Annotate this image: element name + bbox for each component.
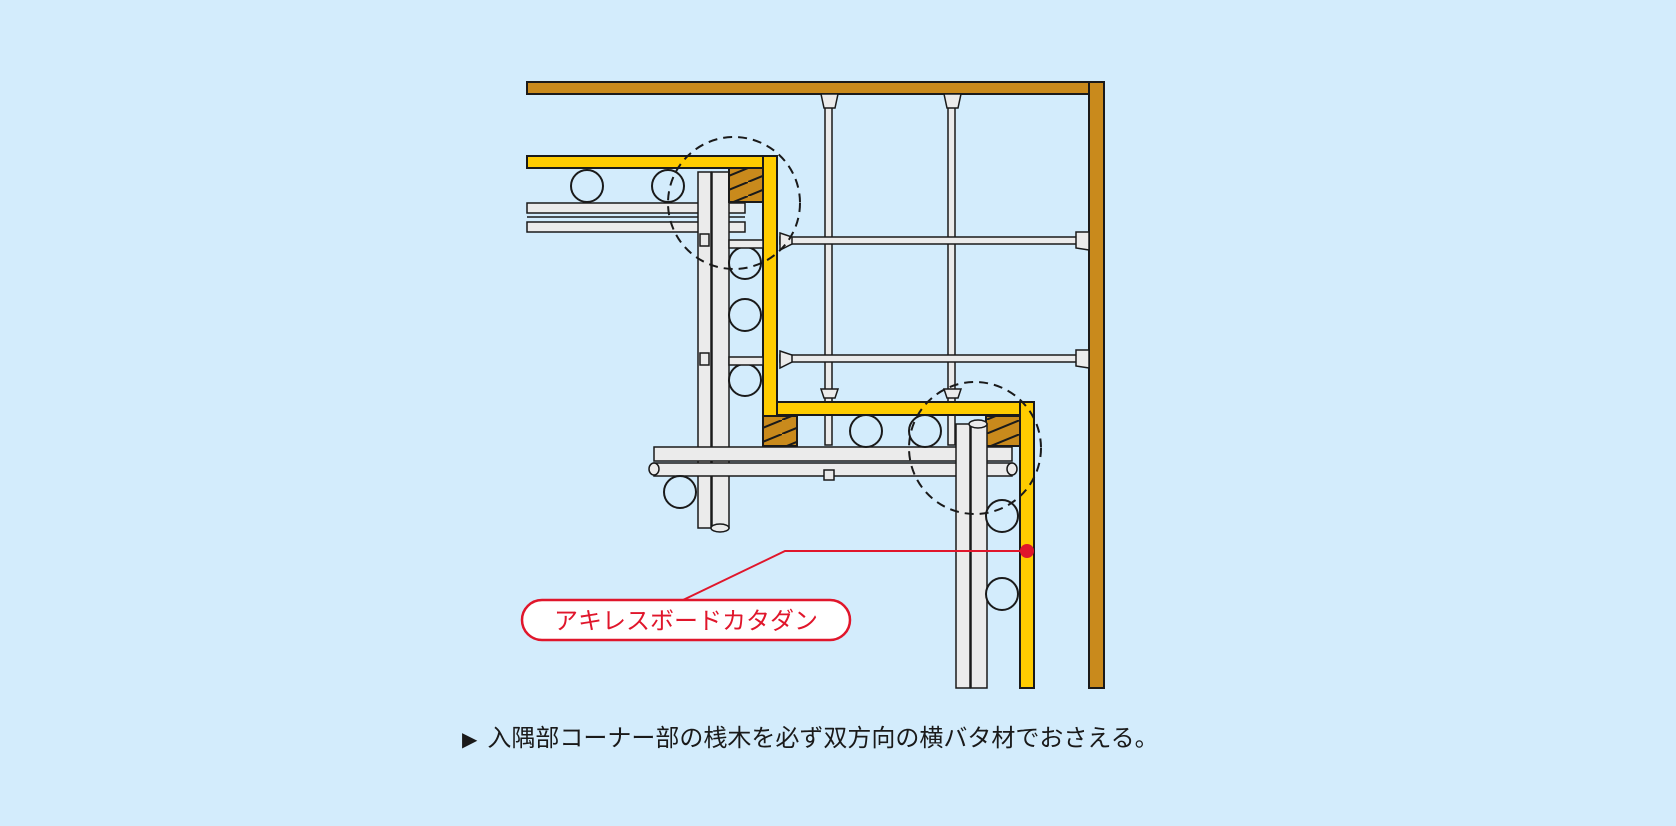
detail-circles: [667, 136, 1042, 515]
lower-corner-detail-circle: [908, 381, 1042, 515]
caption: ▶ 入隅部コーナー部の桟木を必ず双方向の横バタ材でおさえる。: [462, 718, 1159, 753]
callout-label: アキレスボードカタダン: [554, 607, 818, 635]
lower-timber-left: [762, 415, 798, 447]
upper-waler-pipes: [526, 202, 746, 233]
callout-box: アキレスボードカタダン: [520, 598, 852, 642]
tie-cone: [1075, 349, 1090, 369]
outer-formwork: [526, 81, 1105, 689]
lower-waler-sections: [663, 414, 1019, 611]
tie-cone: [942, 388, 963, 399]
vertical-pipes-right: [955, 419, 988, 689]
lower-corner-timber: [985, 415, 1021, 447]
callout-leader: [682, 544, 1034, 601]
caption-marker: ▶: [462, 727, 478, 751]
tie-cone: [1075, 231, 1090, 251]
tie-cone: [779, 349, 793, 370]
callout-dot: [1020, 544, 1034, 558]
lower-waler-pipes: [648, 446, 1018, 481]
tie-cone: [819, 388, 840, 399]
tie-cone: [820, 93, 839, 109]
vertical-pipes-left: [697, 171, 730, 533]
caption-text: 入隅部コーナー部の桟木を必ず双方向の横バタ材でおさえる。: [487, 724, 1159, 752]
upper-corner-timber: [728, 167, 764, 203]
upper-board: [526, 155, 778, 417]
upper-corner-detail-circle: [667, 136, 801, 270]
bracket-pieces: [728, 239, 764, 366]
form-ties: [779, 93, 1090, 446]
waler-sections: [570, 169, 762, 397]
tie-cone: [943, 93, 962, 109]
